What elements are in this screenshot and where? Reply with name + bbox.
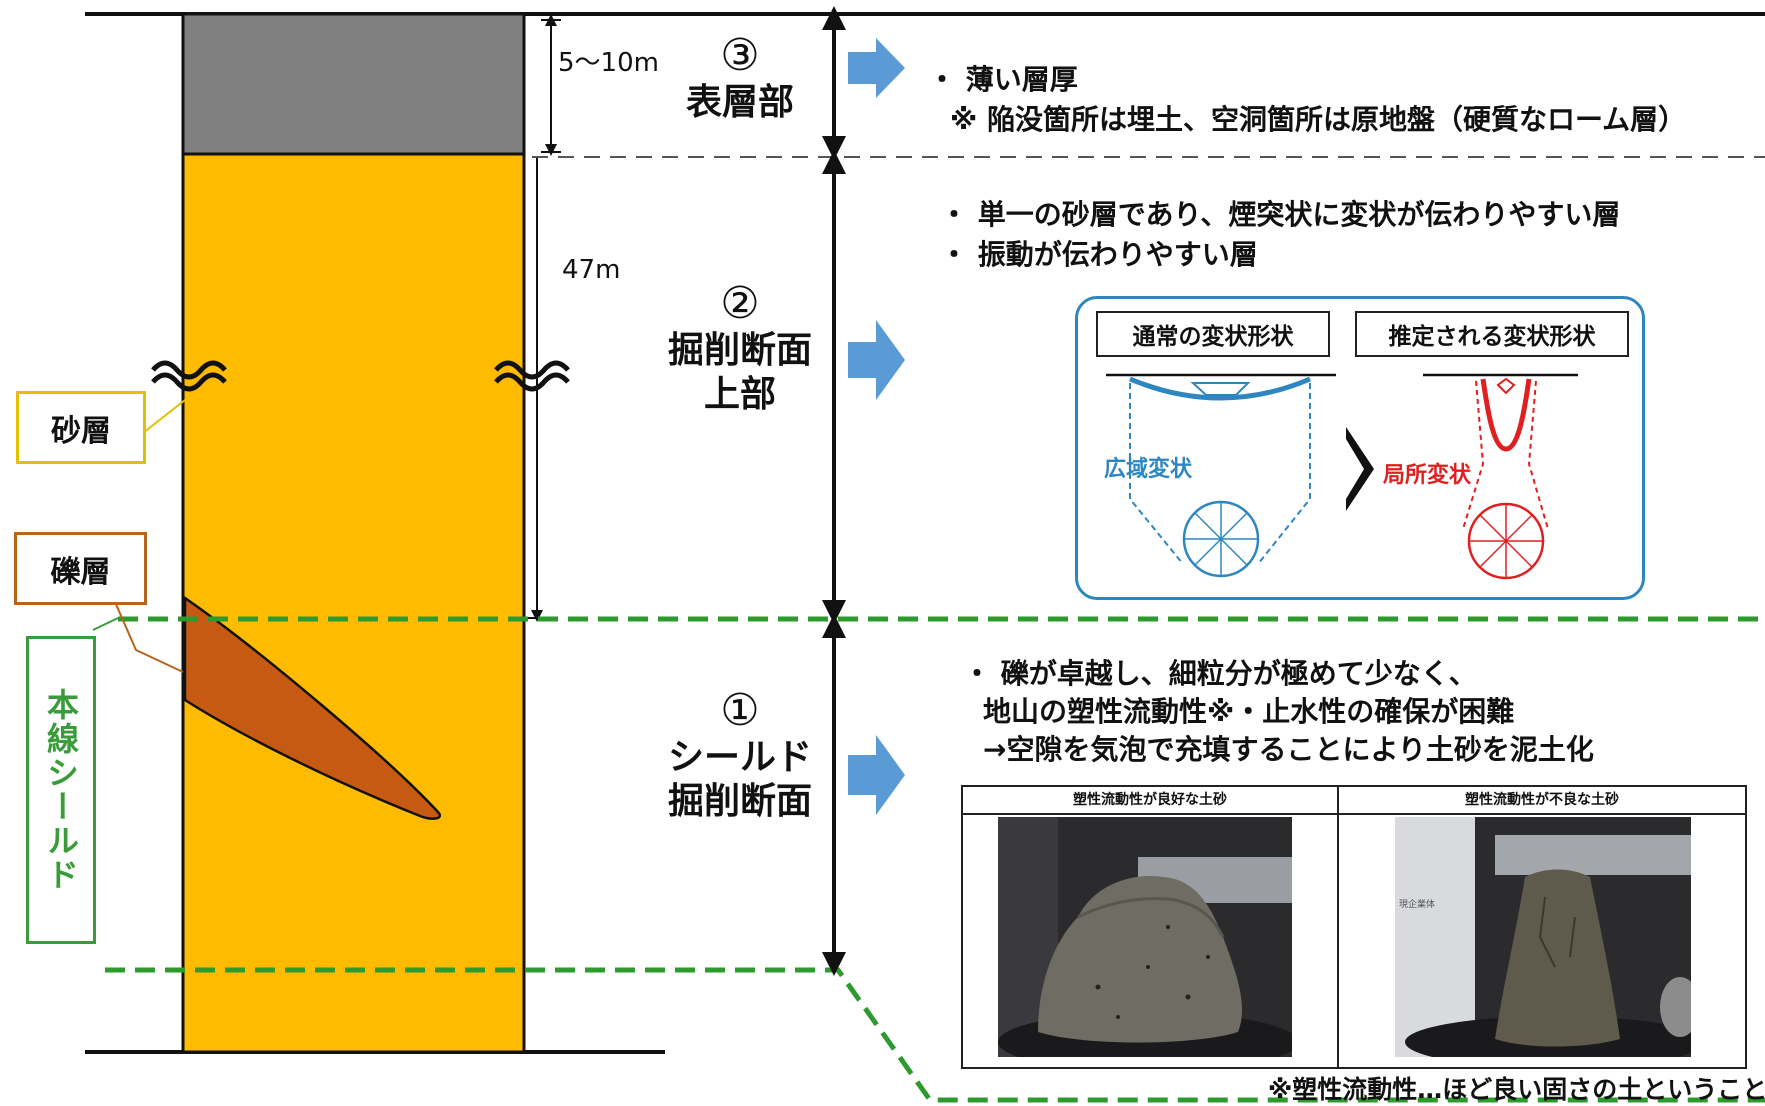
shield-bottom-dashed [105,967,1765,1103]
slump-photo-table: 塑性流動性が良好な土砂 塑性流動性が不良な土砂 現企業体 [961,785,1747,1069]
gravel-layer-label: 礫層 [14,532,147,605]
shield-label-box: 本線シールド [26,636,96,944]
local-deformation-label: 局所変状 [1383,463,1472,488]
shield-leader [92,617,119,631]
break-mark-left [151,360,227,380]
plasticity-footnote: ※塑性流動性…ほど良い固さの土ということ [1268,1075,1765,1104]
break-mark-left-2 [151,372,227,392]
section3-label: ③ 表層部 [660,30,820,125]
sand-leader [142,399,186,434]
gravel-leader [114,601,184,673]
section2-name: 掘削断面 上部 [667,330,812,415]
section2-number: ② [720,278,760,329]
blue-arrow-section1 [848,735,905,815]
section1-number: ① [720,685,760,736]
section3-note-2: ※ 陥没箇所は埋土、空洞箇所は原地盤（硬質なローム層） [950,103,1687,136]
sand-layer-label: 砂層 [16,391,146,464]
estimated-deformation-title: 推定される変状形状 [1355,311,1629,357]
bad-slump-photo [1395,817,1691,1057]
section1-label: ① シールド 掘削断面 [655,685,825,824]
deformation-panel: 通常の変状形状 推定される変状形状 広域変状 局所変状 [1075,296,1645,600]
good-slump-photo [998,817,1292,1057]
section3-number: ③ [720,30,760,81]
good-photo-header: 塑性流動性が良好な土砂 [963,787,1339,815]
section1-note-2: 地山の塑性流動性※・止水性の確保が困難 [983,695,1515,728]
section2-label: ② 掘削断面 上部 [655,278,825,417]
section1-note-1: ・ 礫が卓越し、細粒分が極めて少なく、 [963,657,1477,690]
section2-note-2: ・ 振動が伝わりやすい層 [940,238,1258,271]
break-mark-right-2 [494,372,570,392]
blue-arrow-section2 [848,320,905,400]
section3-name: 表層部 [685,82,794,123]
deformation-sketch [1106,373,1578,580]
normal-deformation-title: 通常の変状形状 [1096,311,1330,357]
bad-photo-caption: 塑性流動性が不良な土砂 [1465,792,1619,808]
total-depth-label: 47m [562,255,621,285]
section1-name: シールド 掘削断面 [667,737,812,822]
sand-layer [181,152,526,1054]
surface-thickness-label: 5～10m [558,48,659,78]
photo-tag: 現企業体 [1399,900,1436,910]
section2-note-1: ・ 単一の砂層であり、煙突状に変状が伝わりやすい層 [940,198,1621,231]
wide-deformation-label: 広域変状 [1104,457,1193,482]
good-photo-caption: 塑性流動性が良好な土砂 [1073,792,1227,808]
gravel-lens [183,595,441,820]
shield-label: 本線シールド [42,688,80,892]
blue-arrow-section3 [848,38,905,98]
surface-layer [181,12,526,156]
bad-photo-header: 塑性流動性が不良な土砂 [1339,787,1745,815]
section1-note-3: →空隙を気泡で充填することにより土砂を泥土化 [983,733,1594,766]
break-mark-right [494,360,570,380]
section3-note-1: ・ 薄い層厚 [928,63,1078,96]
